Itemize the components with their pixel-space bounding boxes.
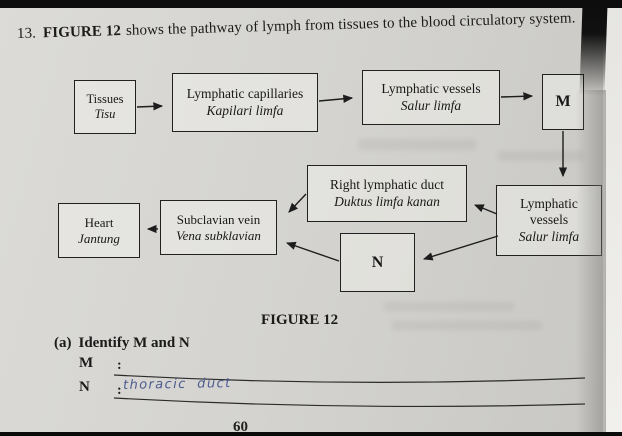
box-n-label: N — [371, 253, 384, 271]
box-right-lymphatic-duct-label-ms: Duktus limfa kanan — [334, 193, 440, 209]
bleedthrough-artifact — [384, 302, 514, 311]
box-lymphatic-capillaries-label-ms: Kapilari limfa — [206, 102, 284, 118]
page-edge-highlight — [603, 0, 622, 432]
question-a-part-label: (a) — [54, 335, 72, 351]
box-lymphatic-vessels-right-label-ms: Salur limfa — [518, 228, 580, 244]
n-answer-line — [113, 397, 586, 408]
photo-background-band — [0, 0, 622, 8]
arrow-n-to-subclavian — [285, 241, 340, 262]
arrow-vessels-right-to-n — [422, 235, 499, 261]
box-heart-label-en: Heart — [84, 214, 114, 230]
box-tissues-label-ms: Tisu — [94, 107, 116, 121]
m-row-colon: : — [117, 358, 122, 373]
figure-caption: FIGURE 12 — [261, 312, 339, 328]
n-answer-handwritten: thoracic duct — [122, 376, 232, 393]
box-heart: Heart Jantung — [58, 203, 140, 258]
box-lymphatic-capillaries: Lymphatic capillaries Kapilari limfa — [172, 73, 318, 132]
question-a: (a) Identify M and N — [54, 335, 190, 352]
page-edge-shadow — [576, 90, 606, 432]
box-lymphatic-vessels-right-label-en1: Lymphatic — [520, 196, 578, 212]
page-number: 60 — [233, 419, 248, 435]
arrow-tissues-to-capillaries — [136, 102, 164, 111]
box-tissues-label-en: Tissues — [86, 92, 124, 106]
box-lymphatic-vessels-top: Lymphatic vessels Salur limfa — [362, 70, 500, 125]
box-lymphatic-vessels-top-label-en: Lymphatic vessels — [381, 81, 481, 97]
bleedthrough-artifact — [392, 321, 542, 330]
box-right-lymphatic-duct-label-en: Right lymphatic duct — [330, 177, 444, 193]
question-a-prompt: Identify M and N — [78, 335, 190, 351]
box-tissues: Tissues Tisu — [74, 80, 136, 134]
box-subclavian-vein: Subclavian vein Vena subklavian — [160, 200, 277, 255]
arrow-vessels-to-m — [500, 92, 534, 101]
arrow-duct-to-subclavian — [288, 193, 307, 213]
box-n: N — [340, 233, 415, 292]
box-lymphatic-vessels-top-label-ms: Salur limfa — [400, 97, 462, 113]
m-answer-line — [113, 374, 586, 383]
n-row-label: N — [79, 379, 90, 395]
box-subclavian-vein-label-ms: Vena subklavian — [176, 227, 261, 243]
box-subclavian-vein-label-en: Subclavian vein — [176, 211, 261, 227]
page-corner-shadow — [579, 0, 608, 97]
box-right-lymphatic-duct: Right lymphatic duct Duktus limfa kanan — [307, 165, 467, 222]
n-row-colon: : — [117, 383, 122, 398]
box-lymphatic-capillaries-label-en: Lymphatic capillaries — [186, 86, 304, 102]
bleedthrough-artifact — [498, 151, 584, 161]
box-lymphatic-vessels-right-label-en2: vessels — [529, 212, 569, 228]
arrow-vessels-right-to-duct — [473, 204, 498, 215]
box-heart-label-ms: Jantung — [78, 230, 120, 246]
arrow-capillaries-to-vessels — [318, 94, 354, 103]
bleedthrough-artifact — [358, 139, 476, 150]
m-row-label: M — [79, 355, 94, 371]
box-m-label: M — [555, 93, 571, 111]
